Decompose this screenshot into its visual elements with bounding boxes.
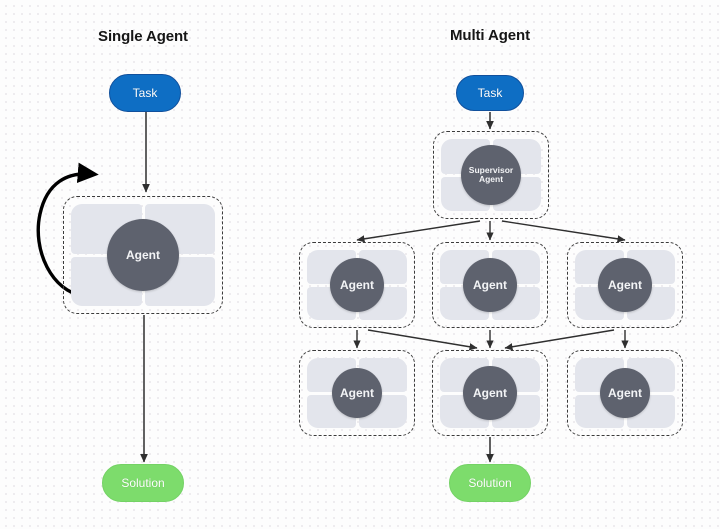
multi-task-node[interactable]: Task xyxy=(456,75,524,111)
edge-supervisor-to-agent-1 xyxy=(356,220,481,243)
multi-agent-card-row2-3[interactable]: Agent xyxy=(567,350,683,436)
single-solution-node[interactable]: Solution xyxy=(102,464,184,502)
multi-agent-circle-row2-2: Agent xyxy=(463,366,517,420)
multi-agent-circle-row1-2: Agent xyxy=(463,258,517,312)
multi-agent-card-row2-2[interactable]: Agent xyxy=(432,350,548,436)
multi-agent-circle-row2-3: Agent xyxy=(600,368,650,418)
supervisor-agent-circle: Supervisor Agent xyxy=(461,145,521,205)
single-agent-circle: Agent xyxy=(107,219,179,291)
agent-inner: Agent xyxy=(440,250,540,320)
agent-inner: Agent xyxy=(575,250,675,320)
single-agent-label: Agent xyxy=(126,247,160,262)
multi-agent-card-row2-1[interactable]: Agent xyxy=(299,350,415,436)
panel-title-single-agent: Single Agent xyxy=(98,28,188,45)
edge-agent-1-to-agent-5 xyxy=(367,329,478,351)
edge-supervisor-to-agent-3 xyxy=(501,220,626,243)
panel-title-multi-agent: Multi Agent xyxy=(450,27,530,44)
multi-agent-card-row1-2[interactable]: Agent xyxy=(432,242,548,328)
multi-solution-node[interactable]: Solution xyxy=(449,464,531,502)
supervisor-agent-label-line2: Agent xyxy=(478,174,504,184)
single-agent-card[interactable]: Agent xyxy=(63,196,223,314)
supervisor-agent-label-line1: Supervisor xyxy=(468,165,514,176)
multi-agent-circle-row2-1: Agent xyxy=(332,368,382,418)
edge-agent-3-to-agent-5 xyxy=(504,329,615,351)
multi-agent-label-row1-2: Agent xyxy=(473,277,507,292)
single-solution-label: Solution xyxy=(121,476,165,490)
multi-agent-label-row2-3: Agent xyxy=(608,385,642,400)
supervisor-agent-card[interactable]: Supervisor Agent xyxy=(433,131,549,219)
multi-task-label: Task xyxy=(477,86,503,100)
multi-agent-label-row1-1: Agent xyxy=(340,277,374,292)
single-task-node[interactable]: Task xyxy=(109,74,181,112)
multi-agent-circle-row1-1: Agent xyxy=(330,258,384,312)
agent-inner: Agent xyxy=(307,250,407,320)
supervisor-agent-inner: Supervisor Agent xyxy=(441,139,541,211)
agent-inner: Agent xyxy=(307,358,407,428)
multi-agent-circle-row1-3: Agent xyxy=(598,258,652,312)
single-task-label: Task xyxy=(132,86,158,100)
multi-agent-label-row1-3: Agent xyxy=(608,277,642,292)
single-agent-inner: Agent xyxy=(71,204,215,306)
multi-solution-label: Solution xyxy=(468,476,512,490)
agent-inner: Agent xyxy=(440,358,540,428)
multi-agent-label-row2-2: Agent xyxy=(473,385,507,400)
multi-agent-card-row1-3[interactable]: Agent xyxy=(567,242,683,328)
multi-agent-card-row1-1[interactable]: Agent xyxy=(299,242,415,328)
multi-agent-label-row2-1: Agent xyxy=(340,385,374,400)
agent-inner: Agent xyxy=(575,358,675,428)
